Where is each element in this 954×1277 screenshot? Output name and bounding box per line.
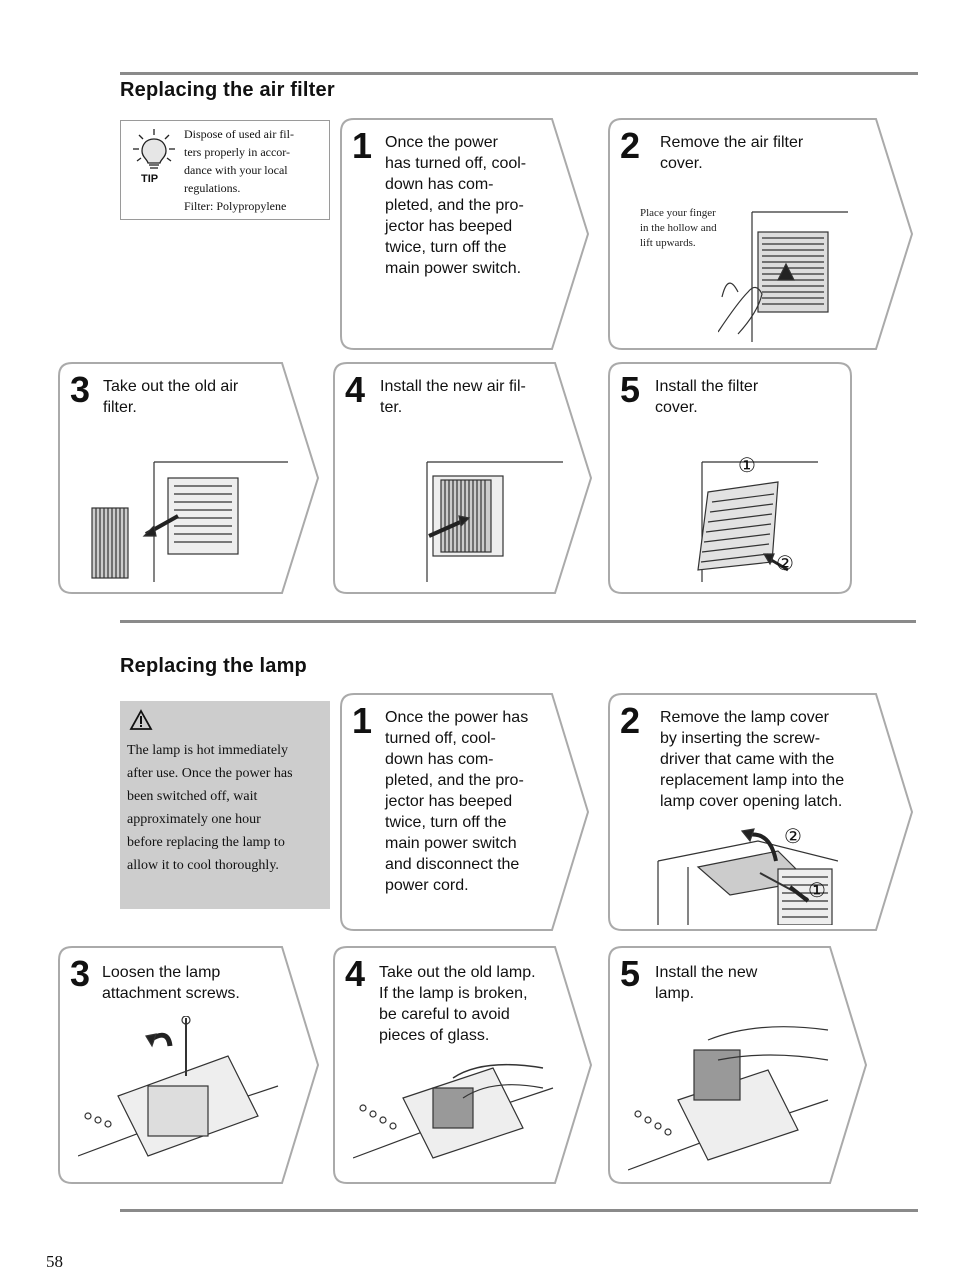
step-number: 3	[70, 953, 91, 994]
step-number: 5	[620, 953, 641, 994]
lamp-step-1: 1 Once the power has turned off, cool- d…	[340, 693, 590, 931]
lamp-section-title: Replacing the lamp	[120, 655, 307, 677]
step-number: 2	[620, 125, 641, 166]
lamp-step-3: 3 Loosen the lamp attachment screws.	[58, 946, 320, 1184]
old-lamp-removal-illustration	[353, 1063, 554, 1159]
screw-loosening-illustration	[78, 1016, 279, 1157]
new-lamp-install-illustration	[628, 1026, 829, 1171]
warning-triangle-icon	[129, 709, 153, 730]
step-text: Take out the old air filter.	[103, 378, 239, 416]
step-text: Install the new air fil- ter.	[380, 378, 526, 416]
filter-cover-install-illustration	[697, 461, 818, 582]
page-number: 58	[46, 1252, 63, 1271]
step-text: Once the power has turned off, cool- dow…	[385, 134, 527, 277]
lamp-cover-removal-illustration	[657, 828, 838, 925]
step-text: Once the power has turned off, cool- dow…	[385, 709, 529, 894]
marker-2: ②	[776, 553, 794, 575]
tip-label: TIP	[141, 173, 159, 185]
new-filter-install-illustration	[426, 461, 563, 582]
tip-text: Dispose of used air fil- ters properly i…	[184, 127, 294, 213]
lightbulb-icon	[133, 129, 175, 169]
lamp-step-4: 4 Take out the old lamp. If the lamp is …	[333, 946, 593, 1184]
step-number: 1	[352, 125, 373, 166]
bottom-rule	[120, 1209, 918, 1212]
filter-cover-removal-illustration	[718, 211, 848, 342]
step-number: 2	[620, 700, 641, 741]
lamp-step-5: 5 Install the new lamp.	[608, 946, 868, 1184]
warning-text: The lamp is hot immediately after use. O…	[127, 743, 293, 873]
step-text: Install the filter cover.	[655, 378, 759, 416]
step-number: 4	[345, 369, 366, 410]
air-filter-step-5: 5 Install the filter cover. ① ②	[608, 362, 853, 594]
top-rule	[120, 72, 918, 75]
marker-1: ①	[808, 880, 826, 902]
callout-text: Place your finger in the hollow and lift…	[640, 207, 717, 249]
air-filter-section-title: Replacing the air filter	[120, 79, 335, 101]
tip-box: TIP Dispose of used air fil- ters proper…	[120, 120, 330, 220]
air-filter-step-4: 4 Install the new air fil- ter.	[333, 362, 593, 594]
step-text: Remove the lamp cover by inserting the s…	[660, 709, 845, 810]
section-divider-rule	[120, 620, 916, 623]
step-number: 4	[345, 953, 366, 994]
step-number: 3	[70, 369, 91, 410]
air-filter-step-1: 1 Once the power has turned off, cool- d…	[340, 118, 590, 350]
step-text: Install the new lamp.	[655, 964, 758, 1002]
marker-2: ②	[784, 826, 802, 848]
air-filter-step-2: 2 Remove the air filter cover. Place you…	[608, 118, 914, 350]
step-text: Take out the old lamp. If the lamp is br…	[379, 964, 536, 1044]
air-filter-step-3: 3 Take out the old air filter.	[58, 362, 320, 594]
old-filter-removal-illustration	[91, 461, 288, 582]
step-number: 5	[620, 369, 641, 410]
step-text: Remove the air filter cover.	[660, 134, 804, 172]
lamp-step-2: 2 Remove the lamp cover by inserting the…	[608, 693, 914, 931]
warning-box: The lamp is hot immediately after use. O…	[120, 701, 330, 909]
step-text: Loosen the lamp attachment screws.	[102, 964, 240, 1002]
marker-1: ①	[738, 455, 756, 477]
step-number: 1	[352, 700, 373, 741]
